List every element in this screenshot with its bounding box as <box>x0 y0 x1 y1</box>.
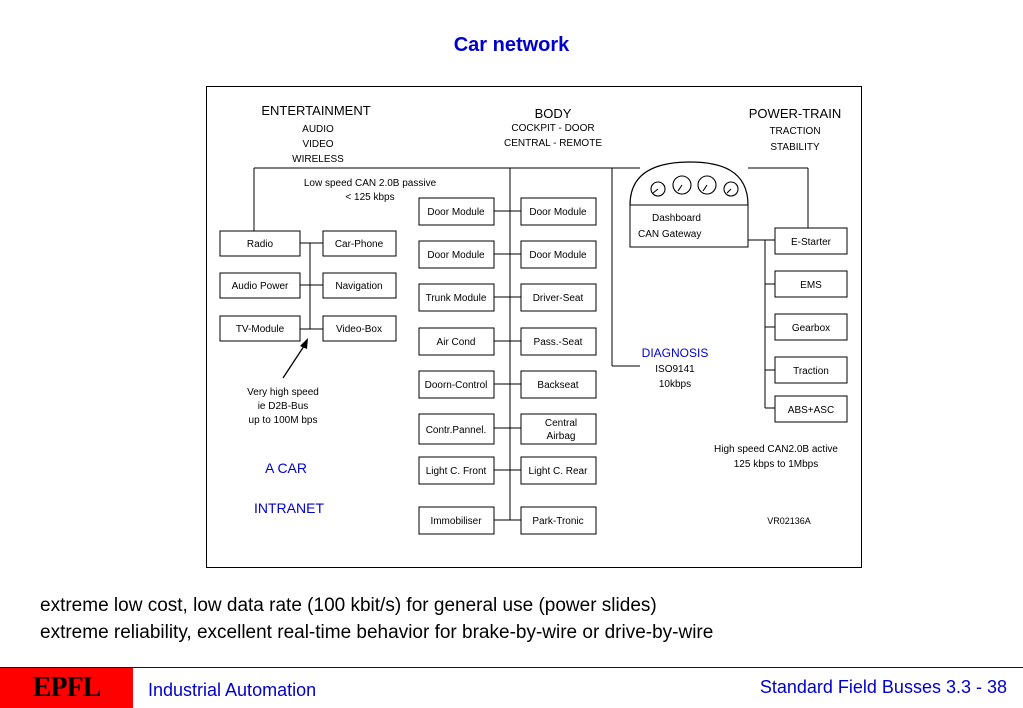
module-label: Airbag <box>547 431 576 442</box>
very-high-speed-label: ie D2B-Bus <box>258 401 309 412</box>
d2b-bus <box>300 242 323 330</box>
diagram-frame <box>206 86 862 568</box>
body-module <box>520 283 597 312</box>
module-label: Traction <box>793 366 829 377</box>
module-label: Light C. Rear <box>529 466 589 477</box>
powertrain-line: TRACTION <box>769 126 820 137</box>
module-label: EMS <box>800 280 822 291</box>
high-speed-bus <box>748 167 809 409</box>
dashboard-gateway <box>629 204 749 248</box>
powertrain-heading: POWER-TRAIN <box>749 106 841 121</box>
body-module <box>520 370 597 399</box>
body-module <box>520 506 597 535</box>
module-label: Driver-Seat <box>533 293 584 304</box>
module-label: Backseat <box>537 380 578 391</box>
entertainment-heading: ENTERTAINMENT <box>261 103 370 118</box>
module-label: Contr.Pannel. <box>426 425 487 436</box>
bullet-item: extreme low cost, low data rate (100 kbi… <box>40 595 657 616</box>
body-module <box>418 370 495 399</box>
body-module <box>418 506 495 535</box>
module-gearbox <box>774 313 848 341</box>
module-label: Air Cond <box>437 337 476 348</box>
diagnosis-line-text: ISO9141 <box>655 364 695 375</box>
module-label: Door Module <box>427 250 485 261</box>
body-module <box>418 413 495 445</box>
body-line: COCKPIT - DOOR <box>511 123 594 134</box>
very-high-speed-label: up to 100M bps <box>249 415 318 426</box>
entertainment-line: VIDEO <box>302 139 333 150</box>
reference-code: VR02136A <box>767 516 811 526</box>
body-module <box>418 456 495 485</box>
module-label: Park-Tronic <box>532 516 583 527</box>
module-ems <box>774 270 848 298</box>
module-label: Pass.-Seat <box>534 337 583 348</box>
module-label: Navigation <box>335 281 382 292</box>
body-module <box>520 413 597 445</box>
module-label: Gearbox <box>792 323 830 334</box>
dashboard-label: Dashboard <box>652 213 701 224</box>
body-heading: BODY <box>535 106 572 121</box>
body-module <box>418 327 495 356</box>
module-label: Light C. Front <box>426 466 487 477</box>
module-label: Door Module <box>529 250 587 261</box>
page-title: Car network <box>453 34 570 56</box>
very-high-speed-label: Very high speed <box>247 387 319 398</box>
module-label: Radio <box>247 239 274 250</box>
dashboard-gauge-icon <box>629 161 749 206</box>
module-label: Audio Power <box>232 281 289 292</box>
high-speed-label: 125 kbps to 1Mbps <box>734 459 819 470</box>
module-label: TV-Module <box>236 324 285 335</box>
footer-course: Industrial Automation <box>148 680 317 700</box>
intranet-label: INTRANET <box>254 500 324 516</box>
diagnosis-line-text: 10kbps <box>659 379 691 390</box>
module-e-starter <box>774 227 848 255</box>
epfl-logo: EPFL <box>0 668 133 708</box>
module-label: Door Module <box>529 207 587 218</box>
footer-divider <box>0 667 1023 668</box>
diagnosis-line <box>611 168 640 367</box>
module-label: Trunk Module <box>426 293 487 304</box>
bullet-list: extreme low cost, low data rate (100 kbi… <box>40 592 713 646</box>
module-traction <box>774 356 848 384</box>
module-label: Central <box>545 418 577 429</box>
body-module <box>520 197 597 226</box>
intranet-label: A CAR <box>265 460 307 476</box>
diagnosis-title: DIAGNOSIS <box>642 346 709 360</box>
body-bus-connectors <box>494 210 521 521</box>
arrow-icon <box>282 338 308 379</box>
module-label: Immobiliser <box>430 516 482 527</box>
body-module <box>418 240 495 269</box>
low-speed-label: Low speed CAN 2.0B passive <box>304 178 437 189</box>
powertrain-line: STABILITY <box>770 142 820 153</box>
low-speed-label: < 125 kbps <box>345 192 394 203</box>
entertainment-line: WIRELESS <box>292 154 344 165</box>
module-label: E-Starter <box>791 237 832 248</box>
entertainment-line: AUDIO <box>302 124 334 135</box>
body-line: CENTRAL - REMOTE <box>504 138 602 149</box>
module-label: Car-Phone <box>335 239 384 250</box>
module-abs-asc <box>774 395 848 423</box>
module-label: Video-Box <box>336 324 382 335</box>
low-speed-bus <box>253 167 640 487</box>
body-module <box>520 327 597 356</box>
dashboard-label: CAN Gateway <box>638 229 701 240</box>
module-label: Doorn-Control <box>425 380 488 391</box>
footer-page-ref: Standard Field Busses 3.3 - 38 <box>759 677 1007 697</box>
module-label: Door Module <box>427 207 485 218</box>
logo-text: EPFL <box>32 672 102 703</box>
body-module <box>520 456 597 485</box>
module-label: ABS+ASC <box>788 405 834 416</box>
high-speed-label: High speed CAN2.0B active <box>714 444 838 455</box>
bullet-item: extreme reliability, excellent real-time… <box>40 622 714 643</box>
